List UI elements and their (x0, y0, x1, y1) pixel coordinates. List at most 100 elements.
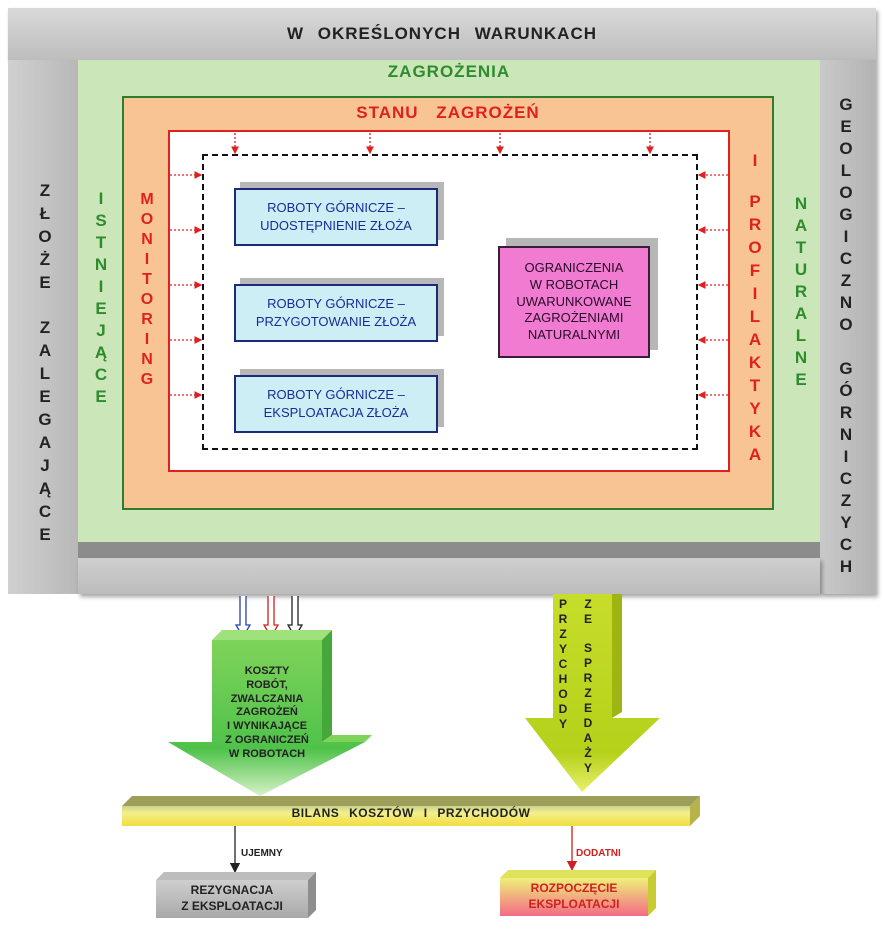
frame-left (8, 60, 78, 594)
vertical-letter: P (749, 192, 761, 211)
vertical-letter: J (96, 321, 106, 340)
vertical-letter: P (583, 656, 592, 670)
vertical-letter: Ó (839, 381, 853, 400)
vertical-letter: F (749, 261, 761, 280)
vertical-letter: Z (840, 491, 852, 510)
vertical-letter: Y (583, 761, 592, 775)
vertical-letter: H (558, 672, 568, 686)
vertical-letter: C (839, 469, 853, 488)
vertical-letter: O (748, 238, 762, 257)
vertical-letter: O (839, 139, 853, 158)
start-exploitation-box: ROZPOCZĘCIE EKSPLOATACJI (528, 881, 620, 912)
vertical-letter: I (843, 447, 849, 466)
vertical-letter: N (141, 351, 153, 368)
vertical-letter: D (583, 716, 593, 730)
vertical-letter: R (839, 403, 853, 422)
vertical-letter: C (839, 249, 853, 268)
resign-box: REZYGNACJA Z EKSPLOATACJI (181, 883, 283, 914)
vertical-letter: E (95, 299, 107, 318)
vertical-letter: G (140, 371, 154, 388)
vertical-letter: L (840, 161, 852, 180)
vertical-letter: A (794, 304, 808, 323)
vertical-letter: Ą (94, 343, 108, 362)
vertical-letter: O (558, 687, 568, 701)
vertical-letter: R (583, 671, 593, 685)
vertical-letter: O (839, 183, 853, 202)
constraints-box: OGRANICZENIA W ROBOTACH UWARUNKOWANE ZAG… (498, 246, 650, 358)
vertical-letter: I (98, 189, 104, 208)
vertical-letter: E (95, 387, 107, 406)
vertical-letter: I (752, 284, 758, 303)
vertical-letter: G (38, 410, 52, 429)
vertical-letter: Y (558, 717, 567, 731)
vertical-letter: Ł (39, 204, 51, 223)
vertical-letter: H (839, 557, 853, 576)
vertical-letter: T (795, 238, 807, 257)
vertical-letter: O (839, 315, 853, 334)
frame-dark-bar (78, 542, 820, 558)
vertical-letter: R (558, 612, 568, 626)
vertical-letter: A (38, 341, 52, 360)
vertical-letter: Z (584, 597, 592, 611)
exploitation-works-box: ROBOTY GÓRNICZE – EKSPLOATACJA ZŁOŻA (234, 375, 438, 433)
vertical-letter: N (794, 348, 808, 367)
vertical-letter: O (140, 291, 154, 308)
vertical-letter: I (752, 151, 758, 170)
vertical-letter: G (839, 359, 853, 378)
vertical-letter: Ż (584, 746, 592, 760)
vertical-letter: Z (840, 271, 852, 290)
vertical-letter: R (141, 311, 153, 328)
costs-arrow-label: KOSZTY ROBÓT, ZWALCZANIA ZAGROŻEŃ I WYNI… (225, 665, 309, 760)
vertical-letter: G (839, 205, 853, 224)
vertical-letter: R (794, 282, 808, 301)
vertical-letter: N (94, 255, 108, 274)
vertical-letter: K (748, 353, 762, 372)
vertical-letter: L (39, 364, 51, 383)
development-works-box: ROBOTY GÓRNICZE – UDOSTĘPNIENIE ZŁOŻA (234, 188, 438, 246)
vertical-letter: P (558, 597, 567, 611)
vertical-letter: Z (559, 627, 567, 641)
vertical-letter: I (144, 331, 150, 348)
vertical-letter: A (583, 731, 593, 745)
vertical-letter: M (140, 191, 154, 208)
vertical-letter: Y (749, 399, 761, 418)
vertical-letter: E (39, 387, 51, 406)
vertical-letter: Y (558, 642, 567, 656)
hazard-state-title: STANU ZAGROŻEŃ (356, 103, 540, 122)
vertical-letter: T (749, 376, 761, 395)
vertical-letter: Z (39, 181, 51, 200)
vertical-letter: I (98, 277, 104, 296)
balance-label: BILANS KOSZTÓW I PRZYCHODÓW (291, 806, 531, 820)
hazards-title: ZAGROŻENIA (387, 62, 511, 81)
vertical-letter: L (749, 307, 761, 326)
vertical-letter: U (794, 260, 808, 279)
vertical-letter: S (95, 211, 107, 230)
vertical-letter: R (748, 215, 762, 234)
vertical-letter: Z (584, 686, 592, 700)
vertical-letter: D (558, 702, 568, 716)
vertical-letter: E (583, 701, 592, 715)
positive-branch-label: DODATNI (576, 848, 621, 859)
vertical-letter: Y (840, 513, 852, 532)
preparation-works-box: ROBOTY GÓRNICZE – PRZYGOTOWANIE ZŁOŻA (234, 284, 438, 342)
vertical-letter: T (95, 233, 107, 252)
vertical-letter: T (142, 271, 152, 288)
vertical-letter: E (39, 525, 51, 544)
vertical-letter: S (583, 641, 592, 655)
vertical-letter: O (38, 227, 52, 246)
vertical-letter: E (840, 117, 852, 136)
vertical-letter: Ż (39, 250, 51, 269)
vertical-letter: A (38, 433, 52, 452)
vertical-letter: C (38, 502, 52, 521)
vertical-letter: Z (39, 318, 51, 337)
vertical-letter: G (839, 95, 853, 114)
vertical-letter: C (94, 365, 108, 384)
vertical-letter: N (839, 293, 853, 312)
